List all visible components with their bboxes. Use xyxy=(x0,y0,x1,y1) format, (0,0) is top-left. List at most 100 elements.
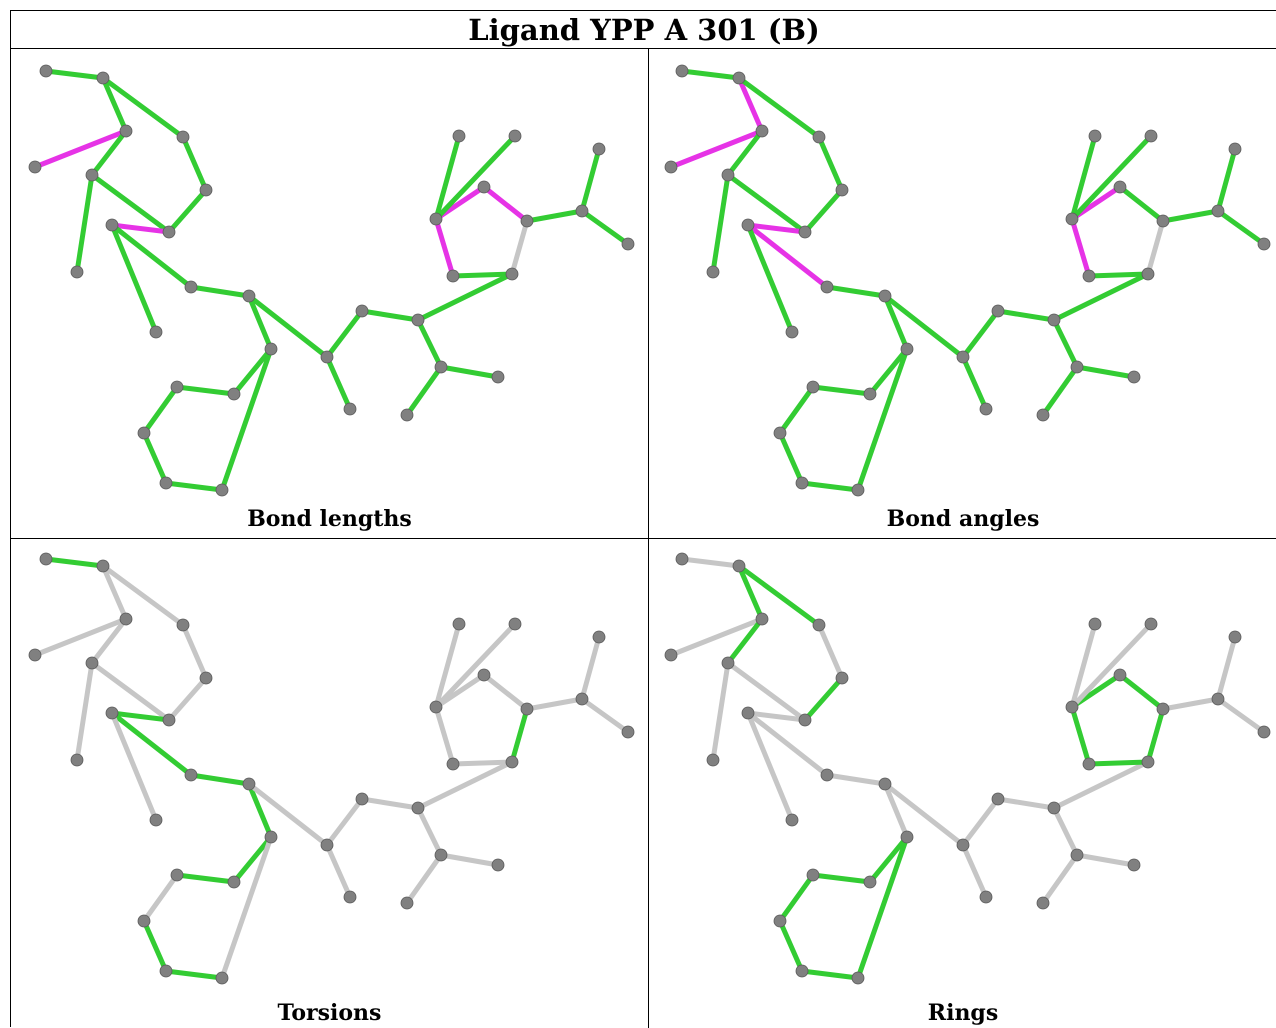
atom-a6 xyxy=(176,130,190,144)
atom-a4 xyxy=(664,648,678,662)
bond-a9-a11 xyxy=(109,710,194,778)
bond-a5-a10 xyxy=(74,660,95,763)
atom-a15 xyxy=(170,868,184,882)
bond-a20-a21 xyxy=(324,354,353,412)
bond-a23-a24 xyxy=(1051,317,1080,370)
bond-a30-a31 xyxy=(509,218,530,277)
bond-a14-a15 xyxy=(810,872,873,885)
atom-a31 xyxy=(1141,267,1155,281)
atom-a3 xyxy=(755,124,769,138)
bond-a5-a10 xyxy=(710,660,731,763)
atom-a7 xyxy=(199,183,213,197)
atom-a3 xyxy=(755,612,769,626)
atom-a27 xyxy=(446,757,460,771)
bond-a29-a30 xyxy=(1117,672,1166,712)
atom-a24 xyxy=(434,848,448,862)
bond-a2-a6 xyxy=(736,563,822,628)
atom-a22 xyxy=(355,304,369,318)
atom-a7 xyxy=(199,671,213,685)
atom-a5 xyxy=(721,656,735,670)
atom-a6 xyxy=(176,618,190,632)
figure-title: Ligand YPP A 301 (B) xyxy=(11,11,1276,49)
bond-a18-a13 xyxy=(855,346,910,493)
panel-caption: Bond angles xyxy=(886,506,1040,532)
bond-a11-a12 xyxy=(824,284,888,299)
bond-a1-a2 xyxy=(679,556,742,569)
atom-a23 xyxy=(1047,313,1061,327)
bond-a13-a14 xyxy=(231,346,274,397)
atom-a2 xyxy=(732,559,746,573)
bond-a22-a23 xyxy=(995,796,1057,811)
panel-caption: Torsions xyxy=(277,1000,382,1026)
bond-a22-a23 xyxy=(995,308,1057,323)
bond-a30-a34 xyxy=(1160,696,1221,712)
bond-a8-a9 xyxy=(109,710,172,723)
atom-a27 xyxy=(1082,269,1096,283)
bond-a23-a31 xyxy=(1051,759,1151,811)
atom-a34 xyxy=(1211,692,1225,706)
atom-a27 xyxy=(446,269,460,283)
atom-a11 xyxy=(184,768,198,782)
atom-a36 xyxy=(621,725,635,739)
bond-a13-a14 xyxy=(867,346,910,397)
atom-a26 xyxy=(1036,896,1050,910)
bond-a23-a31 xyxy=(1051,271,1151,323)
atom-a29 xyxy=(477,668,491,682)
bond-a24-a26 xyxy=(404,364,444,418)
bond-a9-a11 xyxy=(745,710,830,778)
atom-a28 xyxy=(1065,700,1079,714)
atom-a31 xyxy=(1141,755,1155,769)
bond-a7-a8 xyxy=(802,187,845,235)
atom-a2 xyxy=(96,559,110,573)
bond-a14-a15 xyxy=(810,384,873,397)
bond-a12-a13 xyxy=(882,293,910,352)
atom-a16 xyxy=(773,426,787,440)
atom-a34 xyxy=(575,204,589,218)
bond-a12-a13 xyxy=(246,781,274,840)
bond-a3-a4 xyxy=(32,616,129,658)
atom-a26 xyxy=(400,896,414,910)
atom-a26 xyxy=(1036,408,1050,422)
atom-a17 xyxy=(159,964,173,978)
bond-a3-a4 xyxy=(668,128,765,170)
bond-a12-a13 xyxy=(246,293,274,352)
bond-a20-a22 xyxy=(960,796,1001,848)
atom-a9 xyxy=(105,218,119,232)
bond-a3-a5 xyxy=(725,616,765,666)
bond-a17-a18 xyxy=(799,968,861,981)
atom-a5 xyxy=(721,168,735,182)
atom-a8 xyxy=(162,225,176,239)
molecule-diagram-torsions xyxy=(28,552,635,985)
bond-a15-a16 xyxy=(141,872,180,924)
bond-a34-a36 xyxy=(579,208,631,247)
atom-a6 xyxy=(812,130,826,144)
atom-a32 xyxy=(452,617,466,631)
atom-a20 xyxy=(320,350,334,364)
bond-a20-a22 xyxy=(324,308,365,360)
atom-a36 xyxy=(621,237,635,251)
bond-a8-a9 xyxy=(745,222,808,235)
bond-a29-a30 xyxy=(481,672,530,712)
molecule-diagram-bond-angles xyxy=(664,64,1271,497)
atom-a16 xyxy=(773,914,787,928)
atom-a13 xyxy=(900,830,914,844)
atom-a21 xyxy=(979,402,993,416)
atom-a10 xyxy=(70,753,84,767)
atom-a27 xyxy=(1082,757,1096,771)
bond-a2-a3 xyxy=(100,75,129,134)
bond-a24-a26 xyxy=(1040,364,1080,418)
panel-caption: Bond lengths xyxy=(247,506,412,532)
atom-a34 xyxy=(575,692,589,706)
bond-a1-a2 xyxy=(43,556,106,569)
bond-a1-a2 xyxy=(43,68,106,81)
bond-a6-a7 xyxy=(816,134,845,193)
atom-a35 xyxy=(592,142,606,156)
bond-a28-a33 xyxy=(433,133,518,222)
atom-a31 xyxy=(505,755,519,769)
atom-a28 xyxy=(1065,212,1079,226)
atom-a11 xyxy=(820,280,834,294)
atom-a19 xyxy=(785,813,799,827)
bond-a34-a35 xyxy=(579,146,602,214)
atom-a24 xyxy=(434,360,448,374)
atom-a5 xyxy=(85,656,99,670)
